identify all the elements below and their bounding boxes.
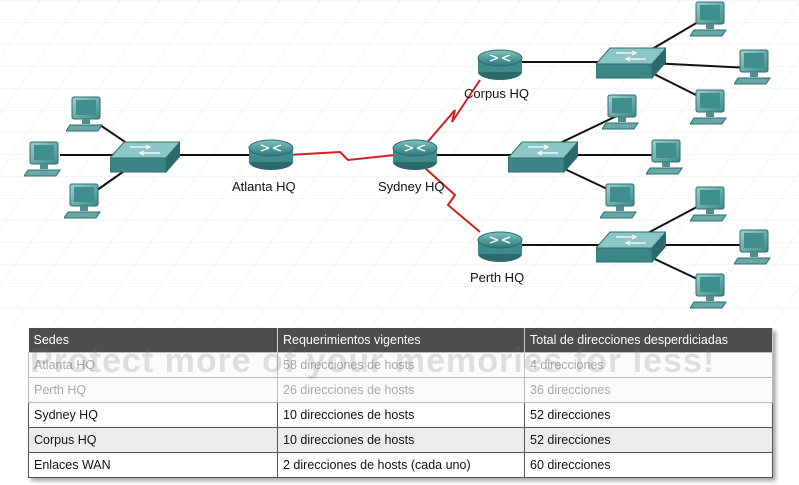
cell-req: 58 direcciones de hosts [277, 352, 525, 378]
cell-wasted: 52 direcciones [524, 402, 773, 428]
header-sedes: Sedes [28, 328, 278, 353]
cell-wasted: 52 direcciones [524, 427, 773, 453]
router-icon[interactable] [477, 49, 523, 81]
label-corpus: Corpus HQ [464, 86, 529, 101]
wan-links [287, 79, 481, 233]
header-requerimientos: Requerimientos vigentes [277, 328, 525, 353]
cell-wasted: 4 direcciones [524, 352, 773, 378]
sites-table: Sedes Requerimientos vigentes Total de d… [28, 328, 773, 478]
cell-site: Atlanta HQ [28, 352, 278, 378]
table-header-row: Sedes Requerimientos vigentes Total de d… [28, 328, 773, 353]
cell-site: Sydney HQ [28, 402, 278, 428]
cell-site: Perth HQ [28, 377, 278, 403]
switch-icon[interactable] [596, 231, 666, 263]
cell-req: 2 direcciones de hosts (cada uno) [277, 452, 525, 478]
switch-icon[interactable] [110, 141, 180, 173]
cell-req: 26 direcciones de hosts [277, 377, 525, 403]
cell-site: Corpus HQ [28, 427, 278, 453]
cell-req: 10 direcciones de hosts [277, 402, 525, 428]
router-icon[interactable] [477, 231, 523, 263]
header-desperdiciadas: Total de direcciones desperdiciadas [524, 328, 773, 353]
label-atlanta: Atlanta HQ [232, 179, 296, 194]
cell-wasted: 60 direcciones [524, 452, 773, 478]
wan-link-sydney-perth [424, 167, 481, 233]
table-row: Corpus HQ 10 direcciones de hosts 52 dir… [28, 427, 773, 453]
label-perth: Perth HQ [470, 270, 524, 285]
switch-icon[interactable] [596, 47, 666, 79]
table-row: Sydney HQ 10 direcciones de hosts 52 dir… [28, 402, 773, 428]
cell-site: Enlaces WAN [28, 452, 278, 478]
table-row: Perth HQ 26 direcciones de hosts 36 dire… [28, 377, 773, 403]
network-diagram: Atlanta HQ Sydney HQ Corpus HQ Perth HQ [0, 0, 799, 325]
table-row: Atlanta HQ 58 direcciones de hosts 4 dir… [28, 352, 773, 378]
wan-link-atlanta-sydney [287, 150, 396, 162]
label-sydney: Sydney HQ [378, 179, 444, 194]
cell-wasted: 36 direcciones [524, 377, 773, 403]
wan-link-sydney-corpus [424, 79, 481, 146]
router-icon[interactable] [248, 139, 294, 171]
cell-req: 10 direcciones de hosts [277, 427, 525, 453]
table-row: Enlaces WAN 2 direcciones de hosts (cada… [28, 452, 773, 478]
router-icon[interactable] [392, 139, 438, 171]
switch-icon[interactable] [508, 141, 578, 173]
